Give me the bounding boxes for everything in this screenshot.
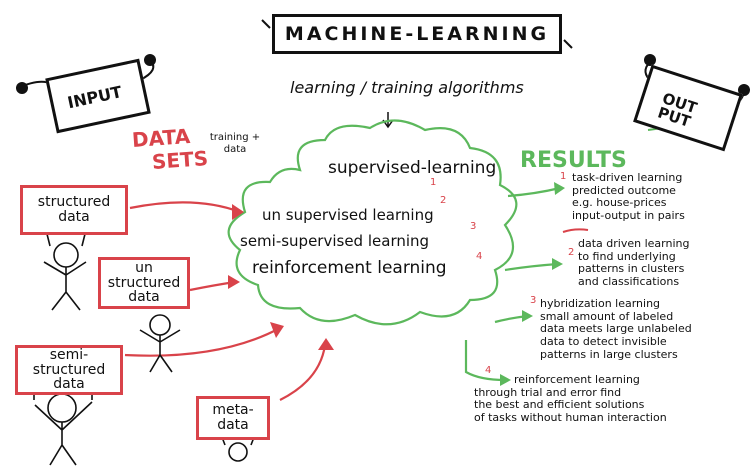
subtitle: learning / training algorithms <box>290 78 524 97</box>
result-1-num: 1 <box>560 171 567 182</box>
result-3-line: data meets large unlabeled <box>540 322 692 336</box>
arrow-structured <box>129 201 241 214</box>
arrow-metadata <box>279 344 327 401</box>
title-box: MACHINE-LEARNING <box>272 14 562 54</box>
result-4: reinforcement learning through trial and… <box>474 373 667 425</box>
stick-figure-2 <box>139 314 181 373</box>
result-2-line: and classifications <box>578 274 680 288</box>
cloud-num-2: 2 <box>440 195 447 206</box>
stick-figure-1 <box>43 229 87 311</box>
result-3: hybridization learning small amount of l… <box>540 297 692 361</box>
result-1: task-driven learning predicted outcome e… <box>572 171 685 223</box>
result-4-line: through trial and error find <box>474 385 622 399</box>
arrow-semistructured <box>124 327 281 357</box>
result-3-line: data to detect invisible <box>540 334 667 348</box>
result-4-num: 4 <box>485 365 492 376</box>
result-2-line: data driven learning <box>578 237 690 250</box>
data-sets-line1: DATA <box>131 124 191 152</box>
cloud-supervised: supervised-learning <box>328 158 497 178</box>
data-sets-note: training + data <box>209 132 261 155</box>
source-metadata: meta-data <box>196 396 270 440</box>
result-4-line: the best and efficient solutions <box>474 398 645 412</box>
input-label: INPUT <box>65 82 124 113</box>
result-1-line: task-driven learning <box>572 171 683 184</box>
arrow-result-1 <box>507 186 561 198</box>
arrow-result-2 <box>504 262 559 272</box>
result-4-line: of tasks without human interaction <box>474 410 667 424</box>
source-unstructured-label: un structured data <box>107 259 181 306</box>
result-3-num: 3 <box>530 295 537 306</box>
source-unstructured: un structured data <box>98 257 190 309</box>
result-3-line: hybridization learning <box>540 297 661 310</box>
result-2-line: patterns in clusters <box>578 262 685 276</box>
page-title: MACHINE-LEARNING <box>284 23 550 45</box>
stick-figure-3 <box>33 385 93 466</box>
cloud-unsupervised: un supervised learning <box>262 206 434 224</box>
result-3-line: small amount of labeled <box>540 309 674 323</box>
cloud-num-4: 4 <box>476 251 483 262</box>
arrow-result-4 <box>464 340 506 382</box>
algorithms-cloud <box>227 119 518 326</box>
source-metadata-label: meta-data <box>212 402 254 433</box>
result-1-line: input-output in pairs <box>572 208 685 222</box>
results-heading: RESULTS <box>520 148 627 173</box>
source-semistructured-label: semi-structured data <box>32 346 106 393</box>
result-2-num: 2 <box>568 247 575 258</box>
result-1-line: e.g. house-prices <box>572 196 667 210</box>
result-2-line: to find underlying <box>578 249 676 263</box>
result-4-line: reinforcement learning <box>514 373 640 386</box>
source-semistructured: semi-structured data <box>15 345 123 395</box>
source-structured: structured data <box>20 185 128 235</box>
result-1-line: predicted outcome <box>572 183 676 197</box>
cloud-reinforcement: reinforcement learning <box>252 258 447 278</box>
result-3-line: patterns in large clusters <box>540 347 678 361</box>
cloud-semi: semi-supervised learning <box>240 232 430 250</box>
result-2: data driven learning to find underlying … <box>578 237 690 289</box>
source-structured-label: structured data <box>37 194 111 225</box>
data-sets-line2: SETS <box>151 146 209 174</box>
cloud-num-1: 1 <box>430 177 437 188</box>
cloud-num-3: 3 <box>470 221 477 232</box>
